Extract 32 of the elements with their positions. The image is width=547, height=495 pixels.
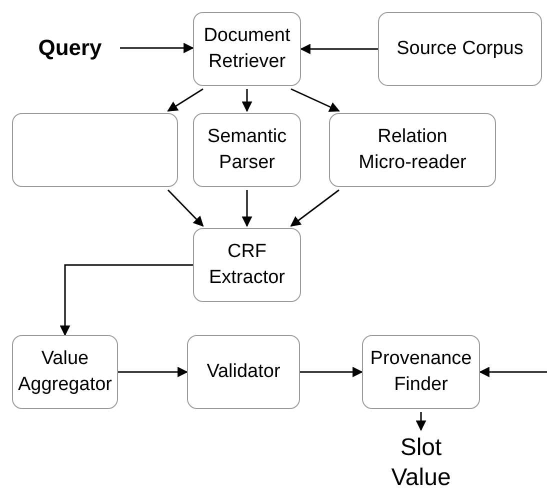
process-box xyxy=(12,113,178,187)
process-box xyxy=(193,12,301,86)
arrow xyxy=(290,189,340,227)
process-box xyxy=(187,335,300,409)
arrow xyxy=(120,42,194,54)
arrow xyxy=(167,189,204,227)
process-box xyxy=(12,335,118,409)
arrow xyxy=(416,412,426,432)
box-label: Source Corpus xyxy=(396,37,524,62)
arrow xyxy=(167,88,204,112)
node-label: Slot Value xyxy=(390,433,452,493)
process-box xyxy=(362,335,480,409)
process-box xyxy=(193,113,301,187)
process-box xyxy=(329,113,496,187)
box-label: CRF Extractor xyxy=(208,240,286,290)
box-label: Relation Micro-reader xyxy=(358,125,468,175)
box-label: Validator xyxy=(206,360,282,384)
arrow xyxy=(290,88,340,112)
arrow xyxy=(242,89,252,112)
arrow xyxy=(300,44,378,54)
arrow xyxy=(118,366,188,378)
box-label: Provenance Finder xyxy=(369,347,473,397)
box-label: Value Aggregator xyxy=(16,347,113,397)
process-box xyxy=(193,228,301,302)
arrow xyxy=(60,264,193,336)
box-label: Document Retriever xyxy=(202,24,292,74)
arrow xyxy=(300,366,364,378)
arrow xyxy=(242,190,252,228)
box-label: Semantic Parser xyxy=(206,125,288,175)
arrow xyxy=(478,366,547,378)
process-box xyxy=(378,12,542,86)
node-label: Query xyxy=(37,34,103,62)
